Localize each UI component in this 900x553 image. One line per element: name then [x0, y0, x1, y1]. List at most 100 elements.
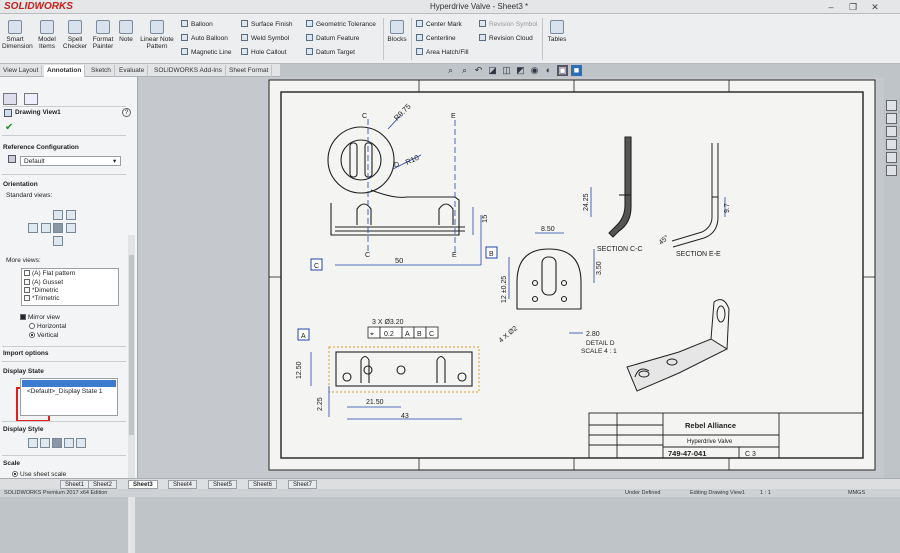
ok-checkmark-icon[interactable]: ✔ [5, 122, 14, 133]
sheet-tab-1[interactable]: Sheet1 [60, 480, 90, 489]
display-state-list[interactable]: <Default>_Display State 1 [20, 378, 118, 416]
checkbox[interactable] [24, 287, 30, 293]
sheet-tab-5[interactable]: Sheet5 [208, 480, 238, 489]
property-manager-tab-icon[interactable] [3, 93, 17, 105]
right-view-icon[interactable] [53, 223, 63, 233]
spell-checker-button[interactable]: Spell Checker [62, 20, 88, 50]
linear-note-pattern-button[interactable]: Linear Note Pattern [140, 20, 174, 50]
tab-evaluate[interactable]: Evaluate [116, 65, 149, 77]
list-item[interactable]: (A) Flat pattern [24, 270, 75, 277]
datum-feature-button[interactable]: Datum Feature [306, 34, 359, 42]
smart-dimension-button[interactable]: Smart Dimension [2, 20, 33, 50]
more-views-list[interactable]: (A) Flat pattern (A) Gusset *Dimetric *T… [21, 268, 119, 306]
revision-cloud-button[interactable]: Revision Cloud [479, 34, 533, 42]
auto-balloon-button[interactable]: Auto Balloon [181, 34, 228, 42]
shaded-icon[interactable] [76, 438, 86, 448]
view-orientation-icon[interactable]: ◫ [502, 65, 511, 75]
panel-scrollbar[interactable] [128, 235, 135, 553]
area-hatch-button[interactable]: Area Hatch/Fill [416, 48, 469, 56]
balloon-button[interactable]: Balloon [181, 20, 213, 28]
horizontal-radio[interactable]: Horizontal [29, 323, 66, 330]
centerline-button[interactable]: Centerline [416, 34, 456, 42]
tab-annotation[interactable]: Annotation [44, 65, 86, 77]
status-units[interactable]: MMGS [848, 490, 866, 496]
checkbox[interactable] [20, 314, 26, 320]
note-button[interactable]: Note [116, 20, 136, 43]
previous-view-icon[interactable]: ↶ [474, 65, 483, 75]
hole-callout-button[interactable]: Hole Callout [241, 48, 286, 56]
appearances-icon[interactable] [886, 152, 897, 163]
sheet-tab-7[interactable]: Sheet7 [288, 480, 318, 489]
minimize-button[interactable]: – [828, 2, 834, 12]
sheet-tab-2[interactable]: Sheet2 [88, 480, 118, 489]
zoom-to-fit-icon[interactable]: ⌕ [447, 65, 454, 75]
configuration-select[interactable]: Default ▾ [20, 156, 121, 166]
use-sheet-scale-radio[interactable]: Use sheet scale [12, 471, 66, 478]
geometric-tolerance-button[interactable]: Geometric Tolerance [306, 20, 376, 28]
model-items-button[interactable]: Model Items [34, 20, 60, 50]
solidworks-resources-icon[interactable] [886, 100, 897, 111]
datum-target-button[interactable]: Datum Target [306, 48, 355, 56]
view-settings-icon[interactable]: ■ [571, 65, 582, 76]
model-items-icon [40, 20, 54, 34]
drawing-sheet[interactable]: C E C E D R9.75 R10 15 50 C B 24.25 SECT… [139, 77, 884, 478]
sheet-tab-3[interactable]: Sheet3 [128, 480, 158, 489]
tab-solidworks-add-ins[interactable]: SOLIDWORKS Add-Ins [151, 65, 226, 77]
tab-view-layout[interactable]: View Layout [0, 65, 43, 77]
list-item[interactable]: *Trimetric [24, 295, 60, 302]
surface-finish-button[interactable]: Surface Finish [241, 20, 293, 28]
list-item[interactable]: *Dimetric [24, 287, 58, 294]
custom-properties-icon[interactable] [886, 165, 897, 176]
feature-tree-tab-icon[interactable] [24, 93, 38, 105]
list-item[interactable]: <Default>_Display State 1 [27, 388, 103, 395]
tab-sheet-format[interactable]: Sheet Format [226, 65, 273, 77]
hidden-lines-removed-icon[interactable] [52, 438, 62, 448]
sheet-tab-4[interactable]: Sheet4 [168, 480, 198, 489]
checkbox[interactable] [24, 295, 30, 301]
close-button[interactable]: ✕ [871, 2, 879, 12]
section-view-icon[interactable]: ◪ [488, 65, 497, 75]
zoom-to-area-icon[interactable]: ⌕ [461, 65, 468, 75]
edit-appearance-icon[interactable]: ◐ [545, 65, 552, 75]
wireframe-style-icon[interactable] [28, 438, 38, 448]
checkbox[interactable] [24, 270, 30, 276]
sheet-tab-6[interactable]: Sheet6 [248, 480, 278, 489]
blocks-button[interactable]: Blocks [386, 20, 408, 43]
center-mark-button[interactable]: Center Mark [416, 20, 462, 28]
design-library-icon[interactable] [886, 113, 897, 124]
graphics-area[interactable]: C E C E D R9.75 R10 15 50 C B 24.25 SECT… [139, 77, 884, 478]
isometric-view-icon[interactable] [66, 210, 76, 220]
left-view-icon[interactable] [28, 223, 38, 233]
position-symbol-icon: ⌖ [370, 331, 374, 338]
vertical-radio[interactable]: Vertical [29, 332, 58, 339]
status-scale[interactable]: 1 : 1 [760, 490, 771, 496]
help-icon[interactable]: ? [122, 108, 131, 117]
display-style-icon[interactable]: ◩ [516, 65, 525, 75]
hide-show-items-icon[interactable]: ◉ [530, 65, 539, 75]
radio-button[interactable] [29, 332, 35, 338]
tab-sketch[interactable]: Sketch [88, 65, 115, 77]
mirror-view-checkbox[interactable]: Mirror view [20, 314, 60, 321]
format-painter-button[interactable]: Format Painter [90, 20, 116, 50]
tab [356, 203, 372, 225]
shaded-with-edges-icon[interactable] [64, 438, 74, 448]
revision-symbol-button[interactable]: Revision Symbol [479, 20, 537, 28]
top-view-icon[interactable] [53, 210, 63, 220]
radio-button[interactable] [12, 471, 18, 477]
tables-button[interactable]: Tables [546, 20, 568, 43]
import-options-header[interactable]: Import options [3, 350, 49, 357]
magnetic-line-button[interactable]: Magnetic Line [181, 48, 231, 56]
list-item[interactable]: (A) Gusset [24, 279, 63, 286]
file-explorer-icon[interactable] [886, 126, 897, 137]
checkbox[interactable] [24, 279, 30, 285]
bottom-view-icon[interactable] [53, 236, 63, 246]
radio-button[interactable] [29, 323, 35, 329]
weld-symbol-button[interactable]: Weld Symbol [241, 34, 289, 42]
back-view-icon[interactable] [66, 223, 76, 233]
front-view-icon[interactable] [41, 223, 51, 233]
view-palette-icon[interactable] [886, 139, 897, 150]
restore-button[interactable]: ❐ [848, 2, 858, 12]
hidden-lines-visible-icon[interactable] [40, 438, 50, 448]
scrollbar-thumb[interactable] [129, 255, 134, 435]
apply-scene-icon[interactable]: ▣ [557, 65, 568, 76]
